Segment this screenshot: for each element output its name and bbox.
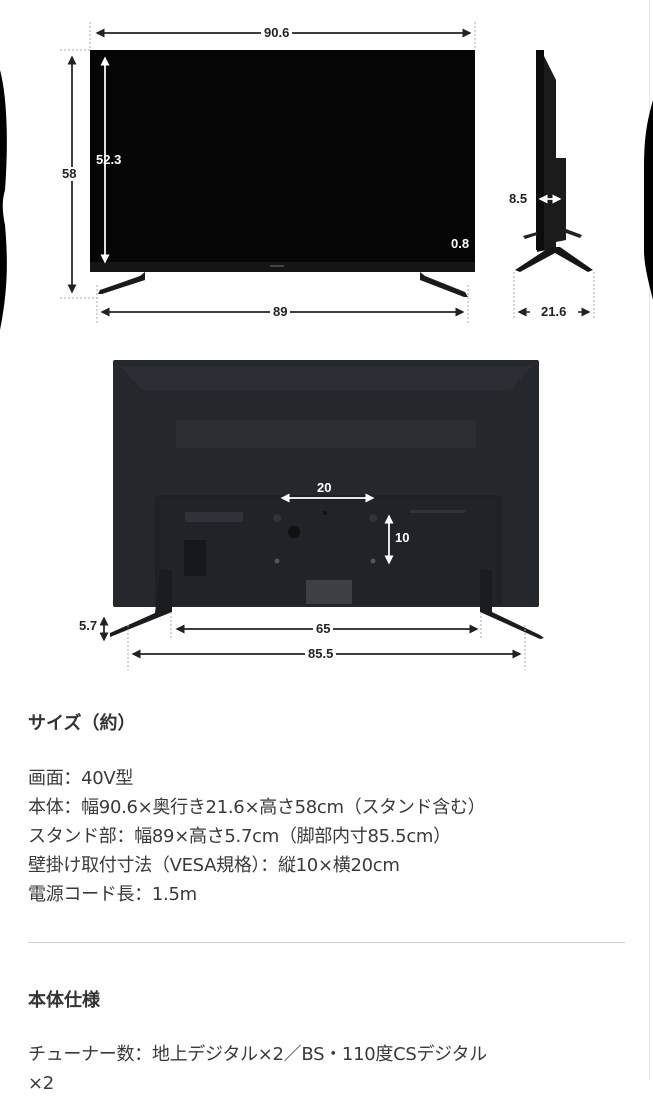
spec-line-power-cord: 電源コード長：1.5m [28, 884, 197, 905]
dim-stand-height-label: 5.7 [76, 619, 101, 633]
size-section-title: サイズ（約） [28, 713, 136, 734]
dim-thickness-label: 8.5 [506, 192, 531, 206]
dim-screen-height-label: 52.3 [96, 152, 122, 167]
spec-line-body: 本体：幅90.6×奥行き21.6×高さ58cm（スタンド含む） [28, 797, 486, 818]
dim-bezel-label: 0.8 [451, 236, 470, 251]
page-right-border [649, 0, 650, 1080]
product-dimension-figure: 90.6 58 52.3 0.8 89 8.5 21.6 20 10 5.7 6… [59, 22, 595, 670]
dim-depth-label: 21.6 [538, 305, 570, 319]
body-spec-list: チューナー数：地上デジタル×2／BS・110度CSデジタル ×2 [28, 1040, 625, 1098]
tv-rear [110, 360, 544, 639]
size-spec-list: 画面：40V型 本体：幅90.6×奥行き21.6×高さ58cm（スタンド含む） … [28, 764, 625, 909]
spec-line-vesa: 壁掛け取付寸法（VESA規格）：縦10×横20cm [28, 855, 400, 876]
tv-side [515, 50, 593, 272]
spec-line-screen: 画面：40V型 [28, 768, 134, 789]
tv-front [90, 50, 475, 297]
right-edge-shadow [644, 100, 653, 300]
spec-line-tuner-cont: ×2 [28, 1073, 54, 1094]
left-edge-shadow [0, 70, 7, 330]
dim-vesa-horizontal-label: 20 [317, 480, 332, 495]
dim-stand-outer-label: 85.5 [305, 647, 337, 661]
dim-stand-width-label: 89 [270, 305, 291, 319]
dim-total-height-label: 58 [59, 167, 80, 181]
dim-stand-inner-label: 65 [313, 622, 334, 636]
dim-vesa-vertical-label: 10 [395, 530, 410, 545]
size-section: サイズ（約） [28, 709, 625, 735]
dim-width-label: 90.6 [261, 26, 293, 40]
spec-line-tuner: チューナー数：地上デジタル×2／BS・110度CSデジタル [28, 1044, 487, 1065]
section-divider [28, 942, 625, 943]
spec-line-stand: スタンド部：幅89×高さ5.7cm（脚部内寸85.5cm） [28, 826, 451, 847]
tv-diagram [60, 22, 595, 670]
body-spec-section: 本体仕様 [28, 986, 625, 1012]
body-spec-title: 本体仕様 [28, 990, 100, 1011]
